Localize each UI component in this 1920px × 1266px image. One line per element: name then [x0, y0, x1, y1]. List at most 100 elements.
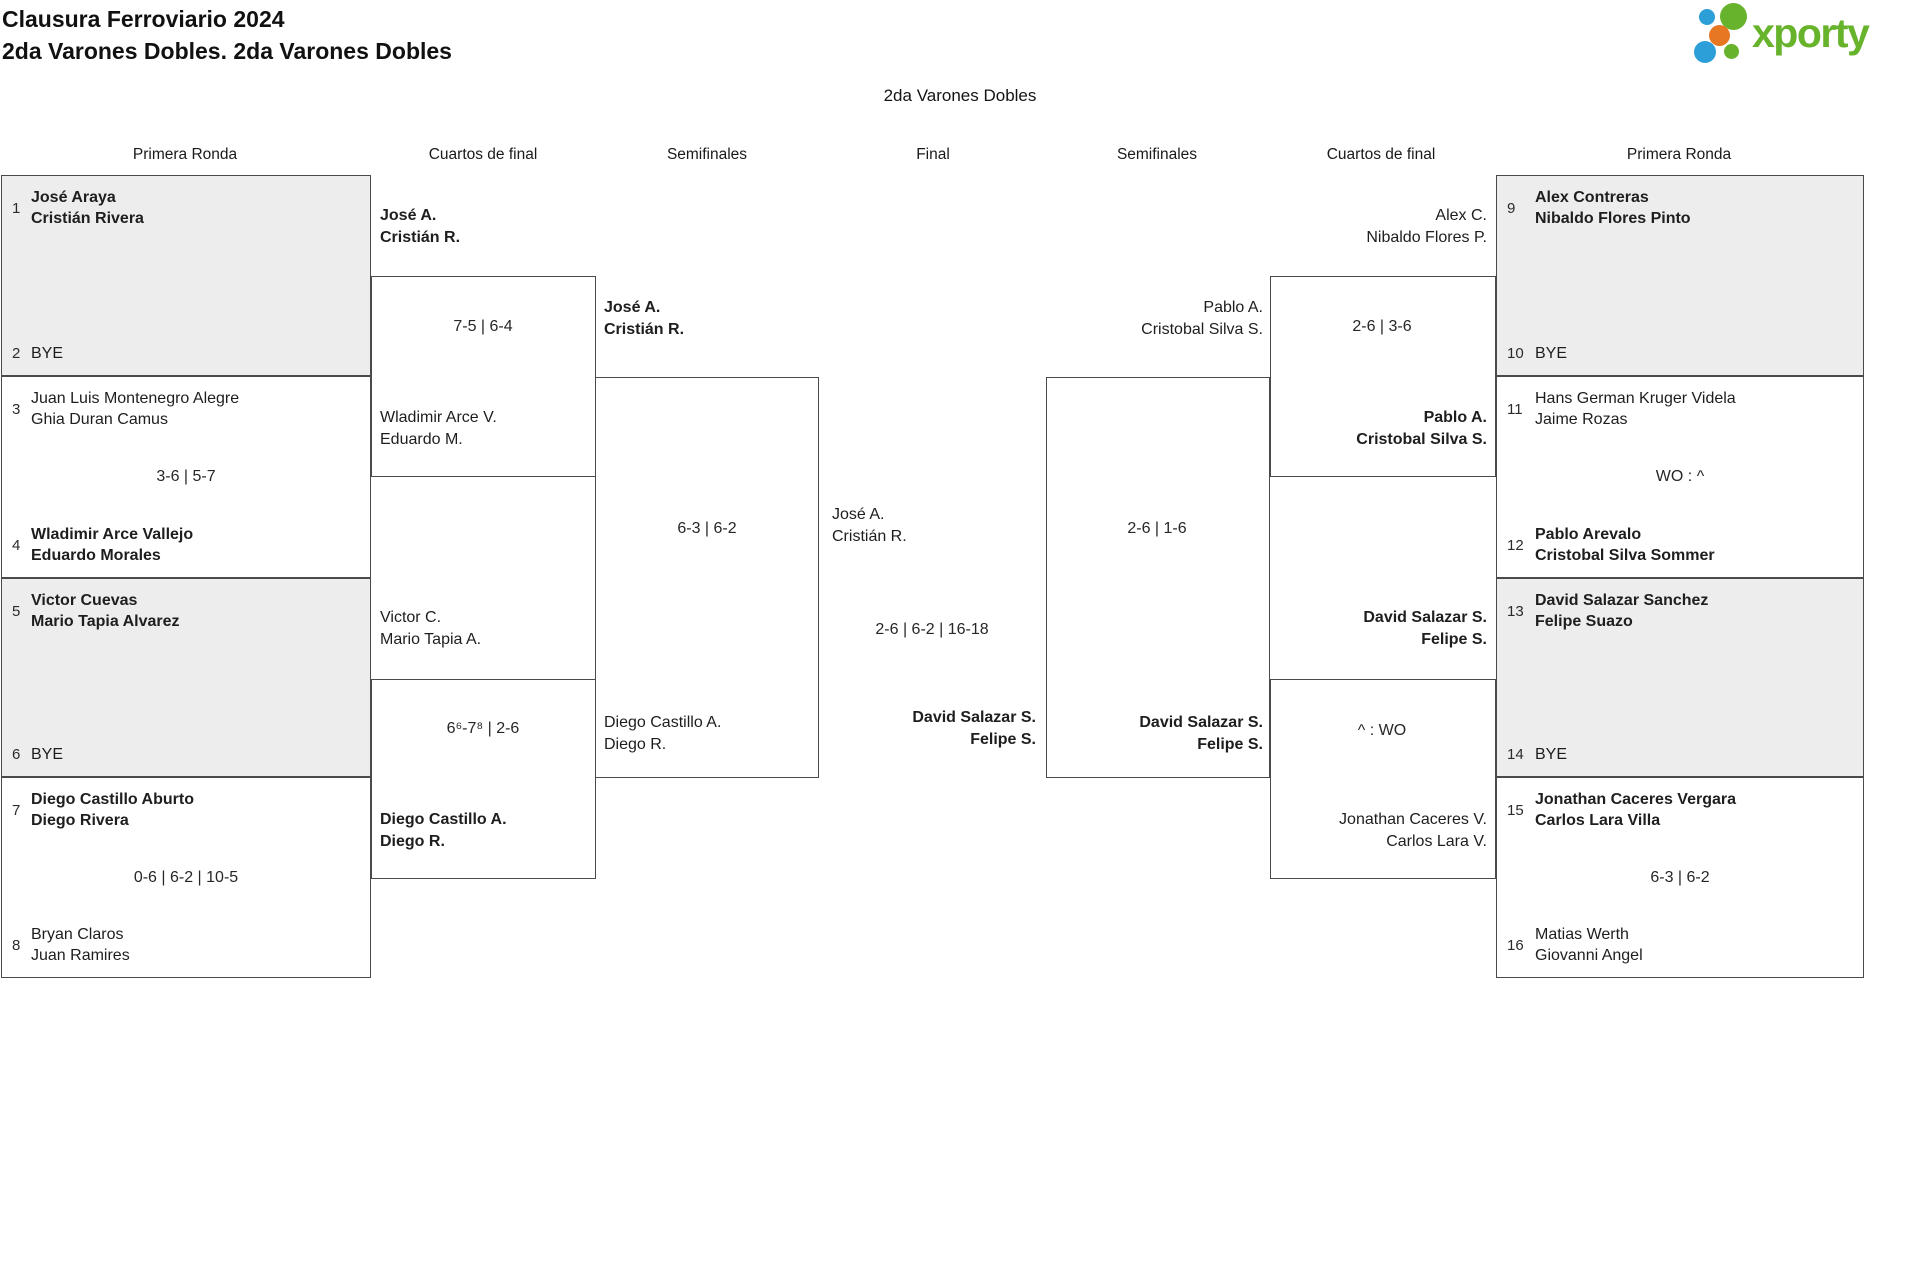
- tournament-title: Clausura Ferroviario 2024 2da Varones Do…: [2, 3, 452, 67]
- match-score: 0-6 | 6-2 | 10-5: [133, 868, 239, 886]
- xporty-logo[interactable]: xporty: [1692, 2, 1914, 70]
- team-slot-10: 10 BYE: [1507, 343, 1853, 364]
- qf-left-1-score: 7-5 | 6-4: [453, 318, 513, 335]
- seed-number: 16: [1507, 936, 1524, 954]
- final-score: 2-6 | 6-2 | 16-18: [875, 621, 989, 638]
- tournament-title-line1: Clausura Ferroviario 2024: [2, 6, 285, 32]
- team-slot-4: 4 Wladimir Arce Vallejo Eduardo Morales: [12, 524, 360, 566]
- qf-left-2-bottom-team: Diego Castillo A.Diego R.: [380, 811, 507, 850]
- seed-number: 7: [12, 801, 21, 819]
- qf-left-1-top-team: José A.Cristián R.: [380, 207, 461, 246]
- match-box-15-16: 15 Jonathan Caceres Vergara Carlos Lara …: [1496, 777, 1864, 978]
- sf-left-bottom-team: Diego Castillo A.Diego R.: [604, 714, 722, 753]
- team-names: Diego Castillo Aburto Diego Rivera: [31, 791, 194, 829]
- round-header-cuartos-right: Cuartos de final: [1326, 146, 1436, 163]
- logo-dot-blue-large-icon: [1694, 41, 1716, 63]
- qf-left-2-box: [371, 679, 596, 879]
- sf-right-box: [1046, 377, 1270, 778]
- team-names: Pablo Arevalo Cristobal Silva Sommer: [1535, 526, 1715, 564]
- team-slot-1: 1 José Araya Cristián Rivera: [12, 187, 360, 229]
- logo-wordmark: xporty: [1752, 10, 1870, 56]
- seed-number: 3: [12, 400, 21, 418]
- team-names: Victor Cuevas Mario Tapia Alvarez: [31, 592, 180, 630]
- match-box-11-12: 11 Hans German Kruger Videla Jaime Rozas…: [1496, 376, 1864, 578]
- match-score: WO : ^: [1655, 468, 1705, 485]
- seed-number: 5: [12, 602, 21, 620]
- tournament-title-line2: 2da Varones Dobles. 2da Varones Dobles: [2, 38, 452, 64]
- team-names: Juan Luis Montenegro Alegre Ghia Duran C…: [31, 390, 240, 428]
- match-box-7-8: 7 Diego Castillo Aburto Diego Rivera 0-6…: [1, 777, 371, 978]
- team-names: Wladimir Arce Vallejo Eduardo Morales: [31, 526, 194, 564]
- round-header-final: Final: [916, 146, 950, 163]
- team-slot-2: 2 BYE: [12, 343, 360, 364]
- qf-left-2-score: 6⁶-7⁸ | 2-6: [446, 720, 520, 737]
- seed-number: 6: [12, 746, 21, 763]
- qf-right-1-box: [1270, 276, 1496, 477]
- round-header-semifinales-left: Semifinales: [666, 146, 748, 163]
- team-names: Bryan Claros Juan Ramires: [31, 926, 130, 964]
- seed-number: 11: [1507, 400, 1523, 418]
- team-names: Hans German Kruger Videla Jaime Rozas: [1535, 390, 1736, 428]
- qf-right-1-score: 2-6 | 3-6: [1352, 318, 1412, 335]
- round-header-cuartos-left: Cuartos de final: [428, 146, 538, 163]
- team-slot-8: 8 Bryan Claros Juan Ramires: [12, 924, 360, 966]
- qf-right-1-top-team: Alex C.Nibaldo Flores P.: [1366, 207, 1487, 246]
- team-names: BYE: [31, 345, 64, 362]
- seed-number: 14: [1507, 746, 1524, 763]
- team-slot-6: 6 BYE: [12, 744, 360, 765]
- logo-dot-green-small-icon: [1724, 44, 1739, 59]
- team-names: David Salazar Sanchez Felipe Suazo: [1535, 592, 1709, 630]
- qf-right-2-box: [1270, 679, 1496, 879]
- qf-right-2-score: ^ : WO: [1357, 722, 1407, 739]
- team-slot-3: 3 Juan Luis Montenegro Alegre Ghia Duran…: [12, 388, 360, 430]
- team-names: Matias Werth Giovanni Angel: [1535, 926, 1643, 964]
- team-names: BYE: [1535, 345, 1568, 362]
- sf-right-bottom-team: David Salazar S.Felipe S.: [1139, 714, 1263, 753]
- team-names: José Araya Cristián Rivera: [31, 189, 144, 227]
- team-slot-9: 9 Alex Contreras Nibaldo Flores Pinto: [1507, 187, 1853, 229]
- final-top-team: José A.Cristián R.: [832, 506, 907, 545]
- match-box-5-6: 5 Victor Cuevas Mario Tapia Alvarez 6 BY…: [1, 578, 371, 777]
- qf-left-1-box: [371, 276, 596, 477]
- seed-number: 9: [1507, 199, 1516, 217]
- match-box-13-14: 13 David Salazar Sanchez Felipe Suazo 14…: [1496, 578, 1864, 777]
- team-names: BYE: [1535, 746, 1568, 763]
- sf-left-box: [595, 377, 819, 778]
- team-slot-5: 5 Victor Cuevas Mario Tapia Alvarez: [12, 590, 360, 632]
- sf-right-top-team: Pablo A.Cristobal Silva S.: [1141, 299, 1263, 338]
- round-header-primera-ronda-left: Primera Ronda: [132, 146, 238, 163]
- seed-number: 4: [12, 536, 21, 554]
- team-slot-16: 16 Matias Werth Giovanni Angel: [1507, 924, 1853, 966]
- team-names: BYE: [31, 746, 64, 763]
- team-names: Jonathan Caceres Vergara Carlos Lara Vil…: [1535, 791, 1736, 829]
- qf-right-2-bottom-team: Jonathan Caceres V.Carlos Lara V.: [1339, 811, 1487, 850]
- seed-number: 13: [1507, 602, 1524, 620]
- seed-number: 8: [12, 936, 21, 954]
- team-names: Alex Contreras Nibaldo Flores Pinto: [1535, 189, 1691, 227]
- sf-left-score: 6-3 | 6-2: [677, 520, 737, 537]
- seed-number: 1: [12, 199, 21, 217]
- match-score: 3-6 | 5-7: [156, 468, 216, 485]
- team-slot-14: 14 BYE: [1507, 744, 1853, 765]
- seed-number: 2: [12, 345, 21, 362]
- round-header-semifinales-right: Semifinales: [1116, 146, 1198, 163]
- logo-dot-blue-small-icon: [1699, 9, 1715, 25]
- qf-right-2-top-team: David Salazar S.Felipe S.: [1363, 609, 1487, 648]
- match-box-3-4: 3 Juan Luis Montenegro Alegre Ghia Duran…: [1, 376, 371, 578]
- event-title: 2da Varones Dobles: [883, 86, 1037, 105]
- qf-left-1-bottom-team: Wladimir Arce V.Eduardo M.: [380, 409, 497, 448]
- round-header-primera-ronda-right: Primera Ronda: [1626, 146, 1732, 163]
- qf-left-2-top-team: Victor C.Mario Tapia A.: [380, 609, 482, 648]
- sf-left-top-team: José A.Cristián R.: [604, 299, 685, 338]
- match-box-1-2: 1 José Araya Cristián Rivera 2 BYE: [1, 175, 371, 376]
- team-slot-13: 13 David Salazar Sanchez Felipe Suazo: [1507, 590, 1853, 632]
- logo-dot-orange-icon: [1709, 25, 1730, 46]
- seed-number: 15: [1507, 801, 1524, 819]
- team-slot-15: 15 Jonathan Caceres Vergara Carlos Lara …: [1507, 789, 1853, 831]
- sf-right-score: 2-6 | 1-6: [1127, 520, 1187, 537]
- qf-right-1-bottom-team: Pablo A.Cristobal Silva S.: [1356, 409, 1487, 448]
- team-slot-12: 12 Pablo Arevalo Cristobal Silva Sommer: [1507, 524, 1853, 566]
- seed-number: 12: [1507, 536, 1524, 554]
- match-box-9-10: 9 Alex Contreras Nibaldo Flores Pinto 10…: [1496, 175, 1864, 376]
